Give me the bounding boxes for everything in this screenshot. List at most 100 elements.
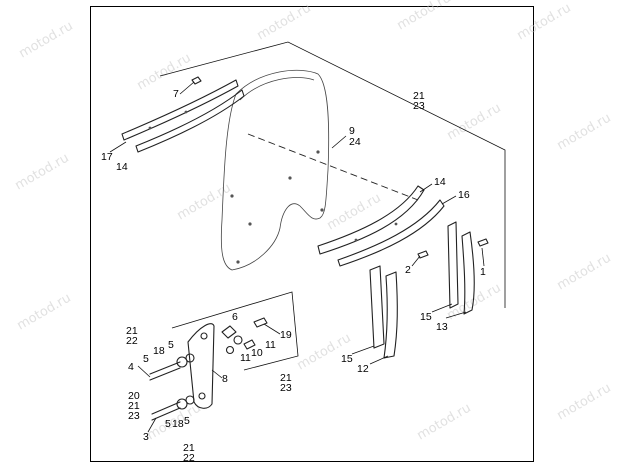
bracket-15-lower xyxy=(369,265,385,349)
leader-9 xyxy=(331,135,347,149)
watermark: motod.ru xyxy=(17,19,76,62)
callout-23: 23 xyxy=(413,100,425,112)
callout-5: 5 xyxy=(168,339,174,351)
callout-13: 13 xyxy=(436,321,448,333)
leader-3 xyxy=(147,417,157,433)
callout-8: 8 xyxy=(222,373,228,385)
callout-6: 6 xyxy=(232,311,238,323)
callout-22: 22 xyxy=(126,335,138,347)
callout-20: 20 xyxy=(128,390,140,402)
assembly-bracket-line xyxy=(159,41,506,308)
windshield-hole xyxy=(248,222,252,226)
trim-strip-16 xyxy=(337,199,445,267)
strip-hole xyxy=(394,222,398,226)
washer-5-lower xyxy=(176,398,188,410)
callout-18: 18 xyxy=(153,345,165,357)
callout-11: 11 xyxy=(240,352,251,364)
windshield-hole xyxy=(320,208,324,212)
leader-1 xyxy=(481,247,485,267)
leader-13 xyxy=(445,311,467,319)
leader-lines xyxy=(109,81,485,433)
callout-7: 7 xyxy=(173,88,179,100)
spacer-18-lower xyxy=(185,395,195,405)
mount-hole xyxy=(200,332,208,340)
mount-hole xyxy=(198,392,206,400)
callout-16: 16 xyxy=(458,189,470,201)
callout-21: 21 xyxy=(280,372,292,384)
leader-16 xyxy=(441,195,457,205)
screw-19 xyxy=(253,317,268,328)
washer-11 xyxy=(233,335,243,345)
callout-5: 5 xyxy=(184,415,190,427)
callout-15: 15 xyxy=(420,311,432,323)
callout-2: 2 xyxy=(405,264,411,276)
trim-strip-14 xyxy=(135,89,245,153)
callout-21: 21 xyxy=(128,400,140,412)
watermark: motod.ru xyxy=(555,381,614,424)
trim-strip-14-lower xyxy=(317,185,425,255)
windshield-outline xyxy=(220,69,330,271)
callout-11: 11 xyxy=(265,339,276,351)
leader-15b xyxy=(351,345,375,355)
reference-line xyxy=(247,133,419,201)
callout-21: 21 xyxy=(413,90,425,102)
watermark: motod.ru xyxy=(13,151,72,194)
mount-hardware xyxy=(149,317,268,421)
mount-plate-8 xyxy=(187,323,215,409)
callout-1: 1 xyxy=(480,266,486,278)
callout-22: 22 xyxy=(183,452,195,464)
right-brackets xyxy=(447,221,475,315)
callout-3: 3 xyxy=(143,431,149,443)
leader-2 xyxy=(411,255,421,267)
watermark: motod.ru xyxy=(15,291,74,334)
upper-trim-strips xyxy=(121,76,245,153)
trim-strip-17 xyxy=(121,79,239,141)
callout-19: 19 xyxy=(280,329,292,341)
windshield-hole xyxy=(230,194,234,198)
screw-1 xyxy=(477,238,489,247)
callout-labels: 7 21 23 9 24 17 14 14 16 2 1 15 13 15 12… xyxy=(101,88,486,464)
callout-4: 4 xyxy=(128,361,134,373)
leader-4 xyxy=(137,365,151,378)
windshield-hole xyxy=(316,150,320,154)
callout-23: 23 xyxy=(280,382,292,394)
callout-5: 5 xyxy=(165,418,171,430)
leader-17 xyxy=(109,141,127,153)
leader-15a xyxy=(431,303,453,313)
strip-hole xyxy=(354,238,358,242)
leader-8 xyxy=(211,369,223,379)
leader-14b xyxy=(419,183,433,193)
center-brackets xyxy=(369,265,398,359)
bolt-3 xyxy=(151,401,181,421)
washer-5 xyxy=(176,356,188,368)
bracket-13 xyxy=(461,231,475,315)
callout-21: 21 xyxy=(183,442,195,454)
mount-bracket-line xyxy=(171,291,299,371)
bracket-15-upper xyxy=(447,221,459,309)
callout-12: 12 xyxy=(357,363,369,375)
windshield-edge xyxy=(239,77,315,101)
callout-14: 14 xyxy=(116,161,128,173)
callout-21: 21 xyxy=(126,325,138,337)
spacer-18 xyxy=(185,353,195,363)
bolt-4 xyxy=(149,361,181,381)
nut-10 xyxy=(243,339,256,350)
callout-17: 17 xyxy=(101,151,113,163)
callout-15: 15 xyxy=(341,353,353,365)
watermark: motod.ru xyxy=(555,111,614,154)
leader-12 xyxy=(369,355,389,365)
windshield xyxy=(220,69,330,271)
windshield-hole xyxy=(236,260,240,264)
windshield-hole xyxy=(288,176,292,180)
callout-10: 10 xyxy=(251,347,263,359)
callout-14: 14 xyxy=(434,176,446,188)
leader-7 xyxy=(179,81,195,95)
strip-hole xyxy=(184,110,188,114)
callout-24: 24 xyxy=(349,136,361,148)
diagram-frame xyxy=(90,6,534,462)
leader-19 xyxy=(263,323,281,335)
screw-7 xyxy=(191,76,202,85)
callout-5: 5 xyxy=(143,353,149,365)
